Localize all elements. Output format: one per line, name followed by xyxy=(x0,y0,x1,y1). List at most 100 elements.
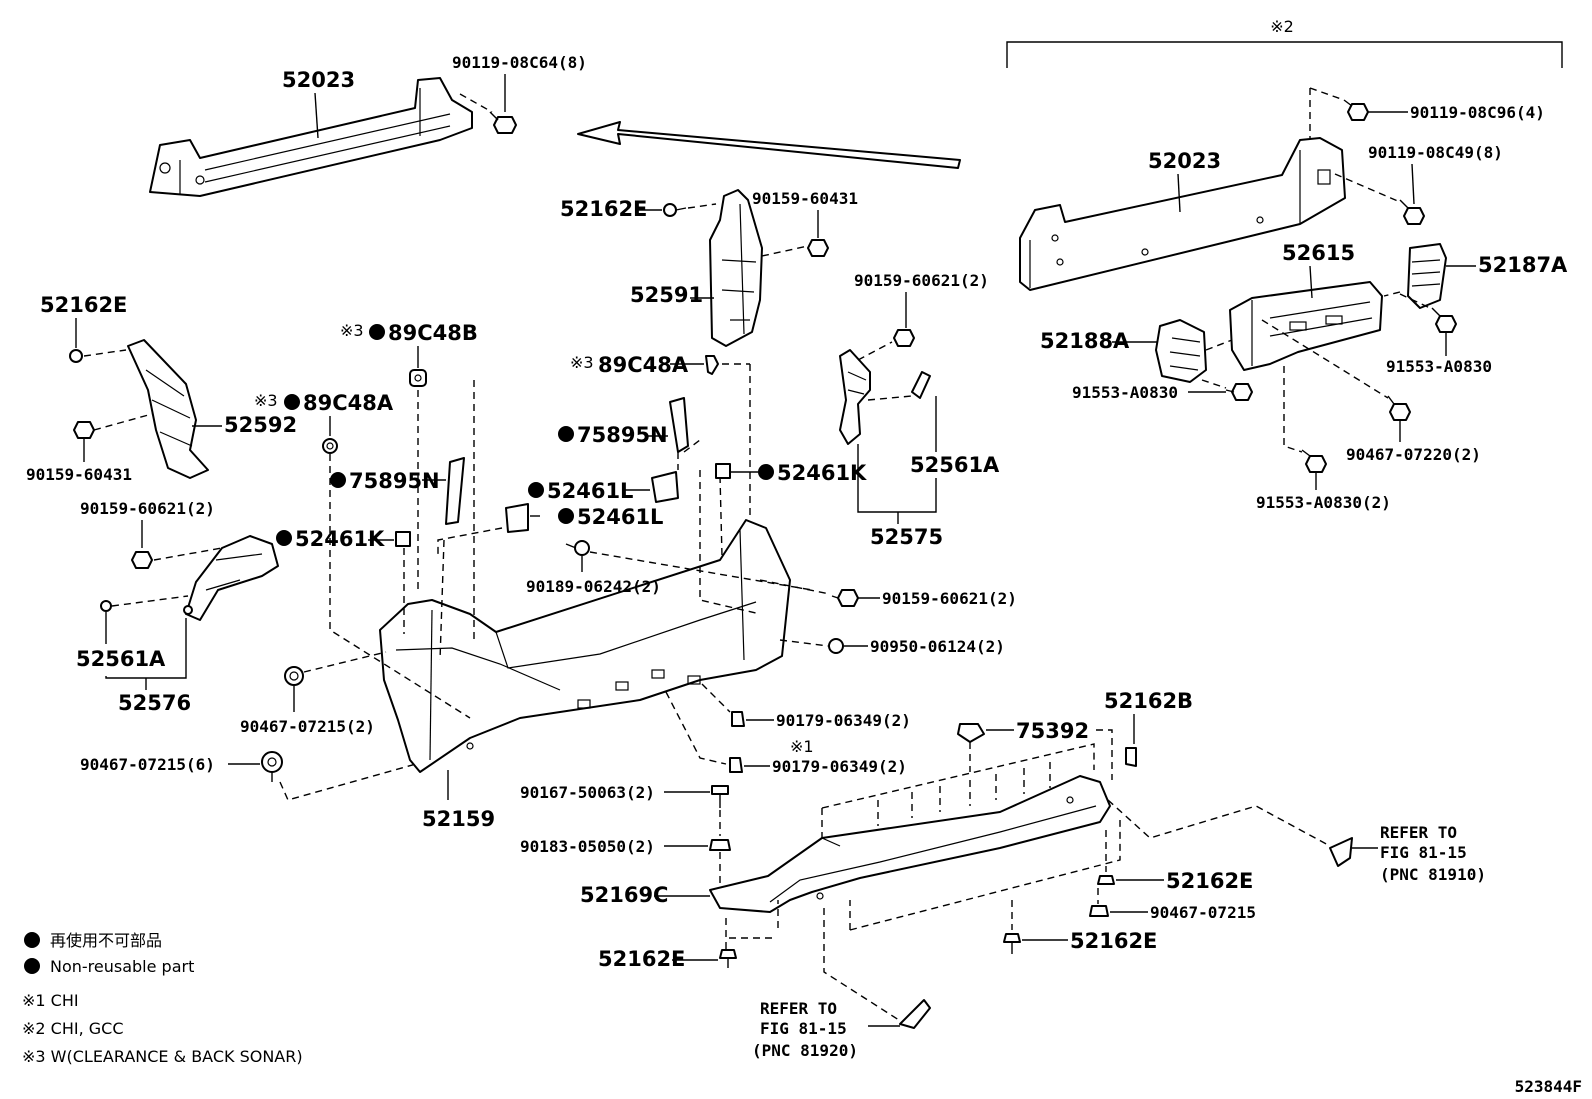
bolt-90159-60431-top-icon xyxy=(807,239,829,257)
label-52162e-right1: 52162E xyxy=(1166,869,1253,893)
tape-75895n-center-icon xyxy=(669,397,689,453)
label-clip-90179-a: 90179-06349(2) xyxy=(776,711,911,730)
label-bolt-90159-60621-right: 90159-60621(2) xyxy=(854,271,989,290)
label-52159: 52159 xyxy=(422,807,495,831)
label-bolt-91553-a: 91553-A0830 xyxy=(1072,383,1178,402)
label-75895n-center: 75895N xyxy=(577,423,668,447)
legend: 再使用不可部品 Non-reusable part ※1 CHI ※2 CHI,… xyxy=(22,931,303,1066)
label-clip-52162e-top: 52162E xyxy=(560,197,647,221)
refer-81910-line1: REFER TO xyxy=(1380,823,1457,842)
refer-81910-line2: FIG 81-15 xyxy=(1380,843,1467,862)
bumper-reinforcement-left[interactable] xyxy=(149,77,473,197)
bolt-91553-a-icon xyxy=(1225,383,1253,401)
label-screw-90167: 90167-50063(2) xyxy=(520,783,655,802)
grommet-89c48b-icon xyxy=(409,369,427,387)
clip-52162e-right1-icon xyxy=(1097,875,1115,885)
label-beam-left: 52023 xyxy=(282,68,355,92)
label-52561a-left: 52561A xyxy=(76,647,166,671)
label-clip-90179-b: 90179-06349(2) xyxy=(772,757,907,776)
label-52169c: 52169C xyxy=(580,883,668,907)
non-reusable-dot-52461l-a-icon xyxy=(528,482,544,498)
label-52592: 52592 xyxy=(224,413,297,437)
label-52162e-left: 52162E xyxy=(40,293,127,317)
bolt-8c64-icon xyxy=(489,111,517,134)
label-nut-90183: 90183-05050(2) xyxy=(520,837,655,856)
clip-52162e-right2-icon xyxy=(1003,933,1021,954)
lower-cover-52169c[interactable] xyxy=(709,775,1111,913)
clip-75392-icon xyxy=(957,723,985,743)
clip-52561a-left-icon xyxy=(100,600,112,612)
label-bolt-90159-60431-left: 90159-60431 xyxy=(26,465,132,484)
pad-52461k-right-icon xyxy=(715,463,731,479)
label-52162e-bottom: 52162E xyxy=(598,947,685,971)
label-bolt-90159-60621-center: 90159-60621(2) xyxy=(882,589,1017,608)
bolt-8c49-icon xyxy=(1399,199,1425,225)
bolt-90159-60621-right-icon xyxy=(893,329,915,347)
label-52187a: 52187A xyxy=(1478,253,1568,277)
label-89c48b: 89C48B xyxy=(388,321,478,345)
screw-90167-icon xyxy=(711,785,729,808)
label-52461k-left: 52461K xyxy=(295,527,385,551)
bolt-90159-60621-left-icon xyxy=(131,551,153,569)
label-bolt-90159-60431-top: 90159-60431 xyxy=(752,189,858,208)
legend-note-2: ※2 CHI, GCC xyxy=(22,1019,124,1038)
ring-90950-icon xyxy=(828,638,844,654)
non-reusable-dot-89c48b-icon xyxy=(369,324,385,340)
bolt-91553-2-icon xyxy=(1301,449,1327,473)
direction-arrow-icon xyxy=(577,121,961,169)
non-reusable-dot-52461l-b-icon xyxy=(558,508,574,524)
refer-note-81910: REFER TO FIG 81-15 (PNC 81910) xyxy=(1380,823,1486,884)
bumper-reinforcement-right[interactable] xyxy=(1019,137,1346,291)
clip-52561a-right-icon xyxy=(911,371,931,399)
reflector-81920-icon xyxy=(899,999,931,1029)
label-nut-90467-07215-6: 90467-07215(6) xyxy=(80,755,215,774)
nut-90467-07220-icon xyxy=(1387,395,1411,421)
bracket-52575[interactable] xyxy=(839,349,871,445)
clip-90179-b-icon xyxy=(729,757,743,773)
bumper-cover-52159[interactable] xyxy=(379,519,791,773)
bracket-52591[interactable] xyxy=(709,189,763,347)
label-52561a-right: 52561A xyxy=(910,453,1000,477)
bolt-90159-60431-left-icon xyxy=(73,421,95,439)
bolt-8c96-icon xyxy=(1343,99,1369,121)
legend-en: Non-reusable part xyxy=(50,957,194,976)
grommet-89c48a-center-icon xyxy=(705,355,719,375)
refer-81910-line3: (PNC 81910) xyxy=(1380,865,1486,884)
label-52188a: 52188A xyxy=(1040,329,1130,353)
non-reusable-dot-89c48a-left-icon xyxy=(284,394,300,410)
clip-52162e-left-icon xyxy=(69,349,83,363)
bracket-52576[interactable] xyxy=(185,535,279,621)
nut-90467-07215-2-icon xyxy=(284,666,304,686)
absorber-52187a[interactable] xyxy=(1407,243,1447,309)
legend-note-1: ※1 CHI xyxy=(22,991,79,1010)
absorber-52188a[interactable] xyxy=(1155,319,1207,383)
bolt-90189-icon xyxy=(565,540,590,556)
legend-note-3: ※3 W(CLEARANCE & BACK SONAR) xyxy=(22,1047,303,1066)
clip-52162b-icon xyxy=(1125,747,1137,767)
refer-note-81920: REFER TO FIG 81-15 (PNC 81920) xyxy=(752,999,858,1060)
bolt-90159-60621-center-icon xyxy=(831,589,859,607)
pad-52461l-a-icon xyxy=(651,471,679,503)
bracket-52592[interactable] xyxy=(127,339,209,479)
label-52615: 52615 xyxy=(1282,241,1355,265)
nut-90467-07215-6-icon xyxy=(261,751,283,782)
label-mark-1: ※1 xyxy=(790,737,814,756)
legend-dot-jp-icon xyxy=(24,932,40,948)
label-nut-90467-07215: 90467-07215 xyxy=(1150,903,1256,922)
bracket-pin-icon xyxy=(183,605,193,615)
refer-81920-line2: FIG 81-15 xyxy=(760,1019,847,1038)
grommet-89c48a-left-icon xyxy=(322,438,338,454)
refer-81920-line1: REFER TO xyxy=(760,999,837,1018)
legend-jp: 再使用不可部品 xyxy=(50,931,162,950)
energy-absorber-52615[interactable] xyxy=(1229,281,1383,371)
non-reusable-dot-52461k-right-icon xyxy=(758,464,774,480)
label-nut-90467-07215-2: 90467-07215(2) xyxy=(240,717,375,736)
label-52461l-b: 52461L xyxy=(577,505,663,529)
label-bolt-8c49: 90119-08C49(8) xyxy=(1368,143,1503,162)
label-sup3-89c48b: ※3 xyxy=(340,321,364,340)
label-ring-90950: 90950-06124(2) xyxy=(870,637,1005,656)
nut-90183-icon xyxy=(709,839,731,851)
label-bolt-8c64: 90119-08C64(8) xyxy=(452,53,587,72)
label-52461l-a: 52461L xyxy=(547,479,633,503)
